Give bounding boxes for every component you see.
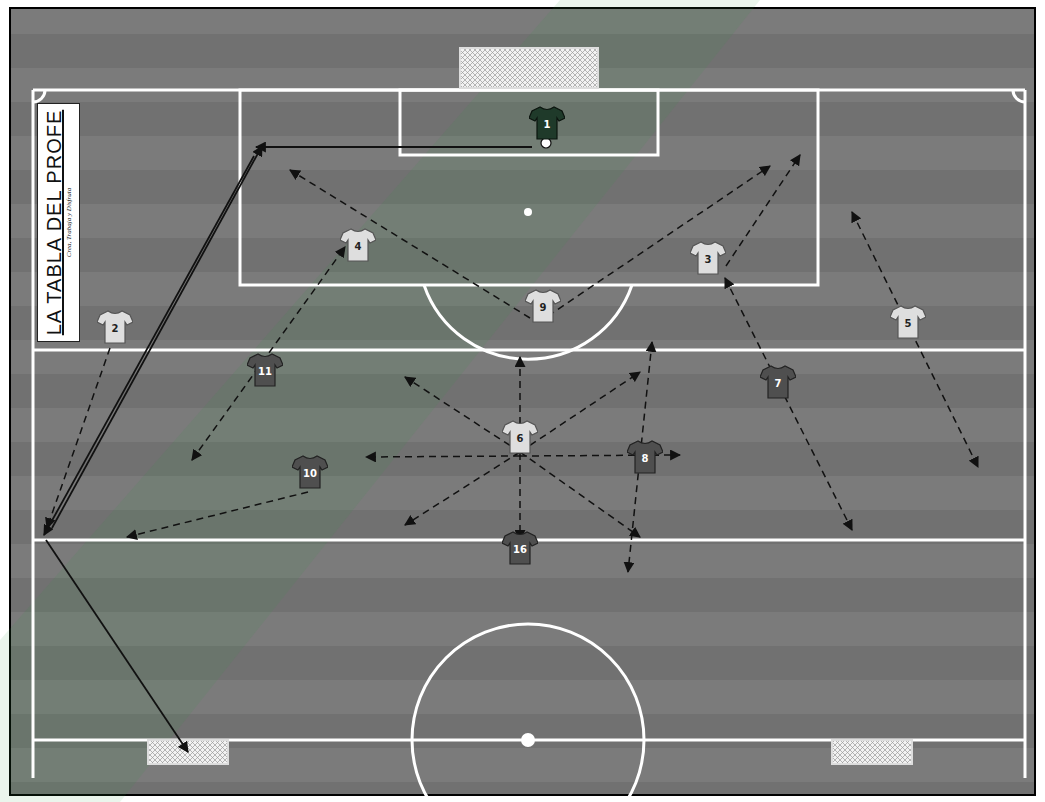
goal [460, 48, 598, 88]
pitch-lines [33, 90, 1025, 802]
run-arrows [47, 155, 978, 572]
player-shirt: 7 [760, 365, 796, 399]
player-shirt: 9 [525, 289, 561, 323]
logo-slogan: Crea, Trabaja y Disfruta [65, 188, 74, 257]
player-shirt: 11 [247, 353, 283, 387]
player-shirt: 8 [627, 440, 663, 474]
player-shirt: 6 [502, 420, 538, 454]
player-number: 8 [627, 440, 663, 465]
player-shirt: 5 [890, 305, 926, 339]
player-number: 16 [502, 531, 538, 556]
player-number: 6 [502, 420, 538, 445]
player-number: 2 [97, 310, 133, 335]
watermark-band [0, 0, 760, 802]
player-number: 4 [340, 228, 376, 253]
player-number: 10 [292, 455, 328, 480]
player-number: 1 [529, 106, 565, 131]
player-shirt: 3 [690, 241, 726, 275]
player-shirt: 10 [292, 455, 328, 489]
player-shirt: 2 [97, 310, 133, 344]
mini-goal [832, 740, 912, 764]
player-shirt: 1 [529, 106, 565, 140]
player-shirt: 16 [502, 531, 538, 565]
pass-arrows [44, 146, 532, 752]
player-number: 3 [690, 241, 726, 266]
player-number: 5 [890, 305, 926, 330]
player-shirt: 4 [340, 228, 376, 262]
player-number: 7 [760, 365, 796, 390]
logo-box: LA TABLA DEL PROFECrea, Trabaja y Disfru… [37, 103, 80, 342]
player-number: 11 [247, 353, 283, 378]
logo-title: LA TABLA DEL PROFE [43, 110, 65, 336]
player-number: 9 [525, 289, 561, 314]
